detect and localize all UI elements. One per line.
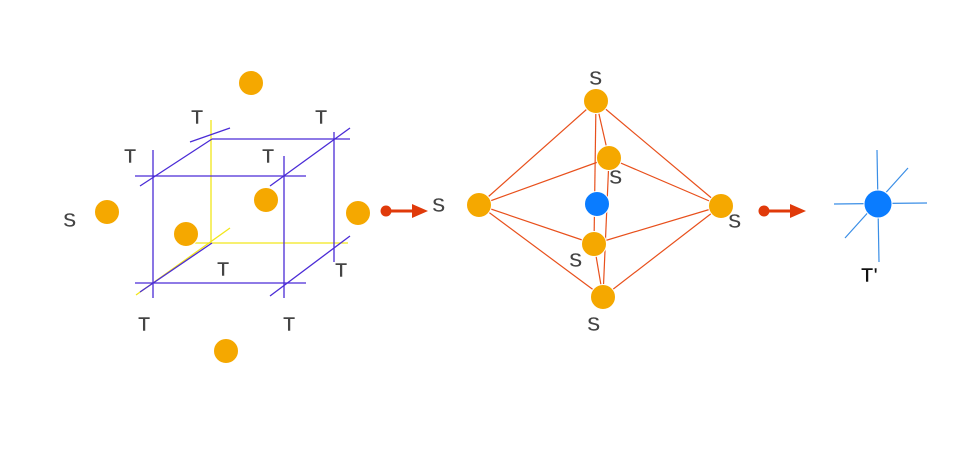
sphere-top — [583, 88, 609, 114]
cube-edges — [135, 127, 351, 298]
sphere-front — [581, 231, 607, 257]
sphere-right — [708, 193, 734, 219]
label-T-prime: T' — [861, 265, 878, 287]
label-S: S — [728, 211, 741, 233]
label-S: S — [609, 167, 622, 189]
result-panel: T' — [833, 149, 928, 287]
right-arrow-icon — [758, 204, 806, 218]
result-blue-sphere — [863, 189, 893, 219]
label-T: T — [335, 260, 347, 282]
label-S: S — [589, 68, 602, 90]
label-T: T — [191, 107, 203, 129]
right-arrow-icon — [380, 204, 428, 218]
sphere-right — [345, 200, 371, 226]
octahedron-panel: S S S S S S — [432, 68, 742, 337]
label-T: T — [315, 107, 327, 129]
octahedron-spheres — [466, 88, 734, 310]
octahedron-S-labels: S S S S S S — [432, 68, 742, 337]
sphere-center-back — [253, 187, 279, 213]
label-S: S — [587, 314, 600, 336]
sphere-back — [596, 145, 622, 171]
cube-T-labels: T T T T T T T T — [124, 107, 348, 337]
cube-spheres — [94, 70, 371, 364]
label-T: T — [124, 146, 136, 168]
label-T: T — [217, 259, 229, 281]
sphere-top — [238, 70, 264, 96]
sphere-left — [94, 199, 120, 225]
label-S: S — [432, 195, 445, 217]
central-blue-sphere — [584, 191, 610, 217]
sphere-bottom — [590, 284, 616, 310]
sphere-bottom — [213, 338, 239, 364]
label-S: S — [569, 250, 582, 272]
label-T: T — [283, 314, 295, 336]
label-S: S — [63, 210, 76, 232]
sphere-left — [466, 192, 492, 218]
cube-panel: T T T T T T T T S — [63, 70, 371, 364]
sphere-center-front — [173, 221, 199, 247]
label-T: T — [262, 146, 274, 168]
label-T: T — [138, 314, 150, 336]
cube-guide-lines — [135, 120, 348, 296]
